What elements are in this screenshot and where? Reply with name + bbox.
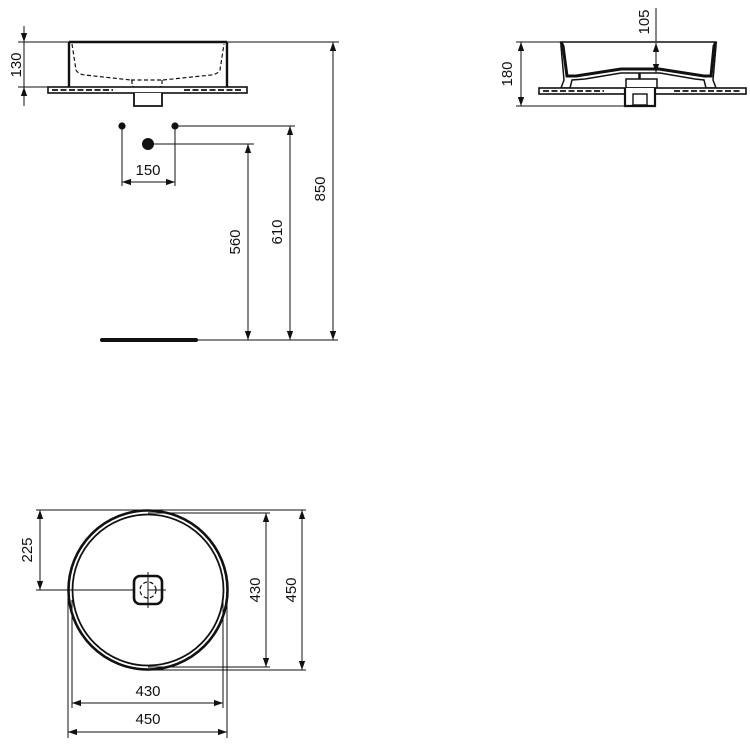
dim-225-label: 225 [19,537,36,562]
front-elevation: 130 150 560 610 850 [8,26,339,342]
dim-130-label: 130 [8,52,25,77]
side-section: 180 105 [499,8,747,108]
dim-450-horizontal-label: 450 [135,711,160,728]
dim-430-horizontal-label: 430 [135,683,160,700]
dim-180-label: 180 [499,61,516,86]
plan-view: 225 430 450 430 450 [19,509,306,738]
dim-105-label: 105 [636,9,653,34]
dim-450-vertical-label: 450 [283,577,300,602]
basin-outer-rim [67,509,229,671]
basin-inner-rim [71,513,225,667]
drain-side [623,88,657,108]
dim-610-label: 610 [269,219,286,244]
basin-section-outline [559,41,718,89]
drain-front [133,93,163,107]
basin-inner-hidden-line [71,43,225,81]
dim-150-label: 150 [135,162,160,179]
basin-front-outline [67,40,229,87]
dim-850-label: 850 [312,176,329,201]
dim-430-vertical-label: 430 [247,577,264,602]
dim-560-label: 560 [227,229,244,254]
